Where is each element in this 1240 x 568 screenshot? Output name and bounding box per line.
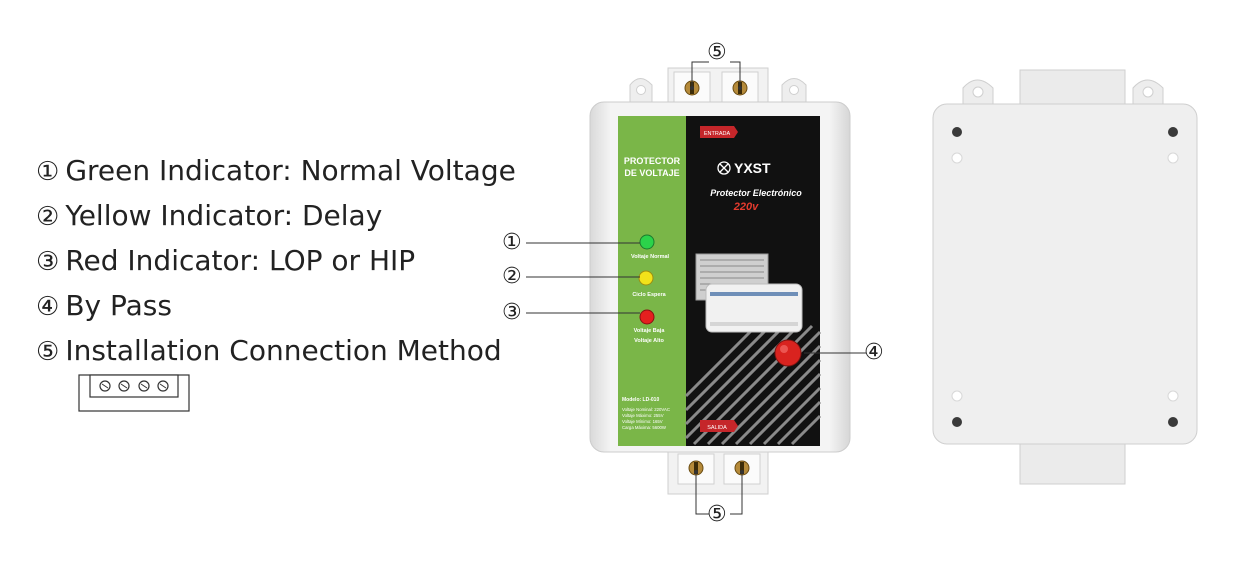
callout-3: ③ (502, 300, 522, 325)
legend-number: ④ (36, 292, 60, 322)
air-conditioner-icon (695, 253, 803, 333)
legend-text: Red Indicator: LOP or HIP (65, 244, 416, 277)
callout-1: ① (502, 230, 522, 255)
spec-line: Voltaje Nominal: 220VAC (622, 407, 670, 412)
voltage-protector-back (932, 69, 1198, 485)
green-led-icon (639, 234, 655, 250)
entrada-label: ENTRADA (704, 131, 731, 137)
model-label: Modelo: LD-010 (622, 397, 659, 403)
side-title: DE VOLTAJE (624, 168, 679, 178)
terminal-block-diagram (78, 374, 190, 412)
legend-number: ⑤ (36, 337, 60, 367)
side-title: PROTECTOR (624, 156, 681, 166)
red-led-icon (639, 309, 655, 325)
spec-line: Carga Máxima: 5600W (622, 425, 667, 430)
led-label: Voltaje Alto (634, 338, 664, 344)
legend-text: Green Indicator: Normal Voltage (65, 154, 516, 187)
callout-2: ② (502, 264, 522, 289)
output-terminal-icon (667, 451, 769, 495)
callout-5-top: ⑤ (707, 40, 727, 65)
legend-number: ② (36, 202, 60, 232)
legend-text: Yellow Indicator: Delay (65, 199, 383, 232)
led-label: Voltaje Normal (631, 254, 670, 260)
led-label: Ciclo Espera (632, 292, 666, 298)
callout-5-bottom: ⑤ (707, 502, 727, 527)
screw-hole-icon (952, 127, 1178, 427)
salida-label: SALIDA (707, 425, 727, 431)
brand-name: YXST (734, 160, 771, 176)
product-name: Protector Electrónico (710, 188, 802, 198)
spec-line: Voltaje Mínimo: 165V (622, 419, 663, 424)
legend-number: ③ (36, 247, 60, 277)
voltage-protector-front: PROTECTOR DE VOLTAJE Voltaje Normal Cicl… (589, 67, 851, 495)
yellow-led-icon (638, 270, 654, 286)
led-label: Voltaje Baja (634, 328, 666, 334)
legend-number: ① (36, 157, 60, 187)
legend-text: By Pass (65, 289, 172, 322)
mount-tab-icon (629, 78, 807, 103)
voltage-label: 220v (733, 201, 759, 213)
callout-4: ④ (864, 340, 884, 365)
spec-line: Voltaje Máximo: 255V (622, 413, 664, 418)
brand-logo-icon (717, 161, 731, 175)
legend-text: Installation Connection Method (65, 334, 502, 367)
